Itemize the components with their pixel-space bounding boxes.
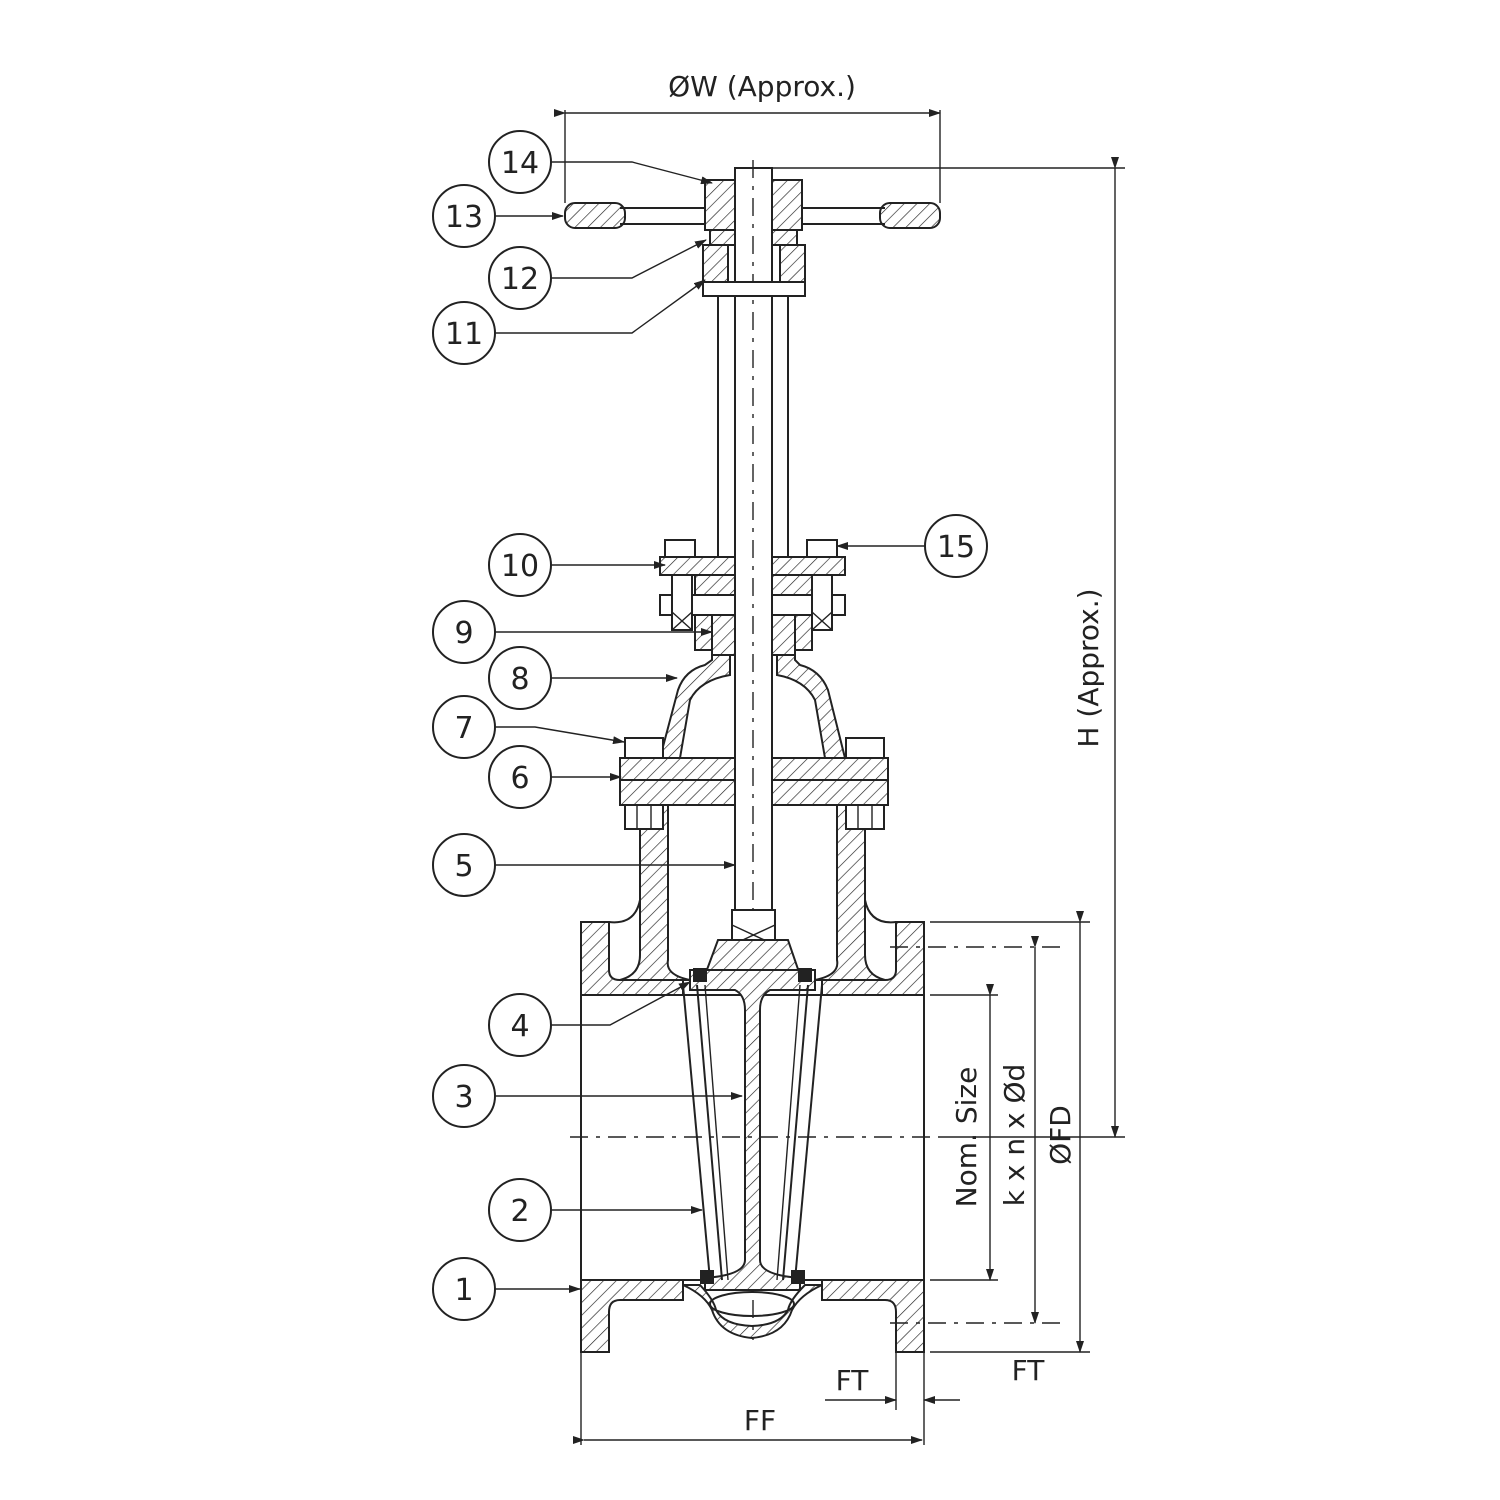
callout-10: 10 [488, 533, 552, 597]
callout-8-label: 8 [510, 662, 529, 697]
callout-14-label: 14 [501, 146, 539, 181]
callout-7: 7 [432, 695, 496, 759]
callout-6-label: 6 [510, 761, 529, 796]
callout-13: 13 [432, 184, 496, 248]
callout-14: 14 [488, 130, 552, 194]
callout-12: 12 [488, 246, 552, 310]
callout-15: 15 [924, 514, 988, 578]
dim-flange-thickness-inner: FT [836, 1364, 870, 1397]
callout-10-label: 10 [501, 549, 539, 584]
callout-6: 6 [488, 745, 552, 809]
callout-9: 9 [432, 600, 496, 664]
dim-flange-thickness-outer: FT [1012, 1354, 1046, 1387]
handwheel [564, 179, 941, 297]
wedge [682, 939, 823, 1291]
dimension-lines [554, 109, 1125, 1445]
bonnet-bolts [624, 737, 885, 830]
callout-2-label: 2 [510, 1194, 529, 1229]
callout-5: 5 [432, 833, 496, 897]
callout-3: 3 [432, 1064, 496, 1128]
dim-height: H (Approx.) [1072, 588, 1105, 747]
callout-7-label: 7 [454, 711, 473, 746]
dim-bolt-pattern: k x n x Ød [998, 1064, 1031, 1207]
callout-1-label: 1 [454, 1273, 473, 1308]
dim-face-to-face: FF [744, 1404, 776, 1437]
callout-13-label: 13 [445, 200, 483, 235]
callout-8: 8 [488, 646, 552, 710]
callout-11-label: 11 [445, 317, 483, 352]
dim-nominal-size: Nom. Size [950, 1067, 983, 1208]
callout-9-label: 9 [454, 616, 473, 651]
callout-2: 2 [488, 1178, 552, 1242]
callout-15-label: 15 [937, 530, 975, 565]
dim-flange-diameter: ØFD [1044, 1105, 1077, 1165]
callout-3-label: 3 [454, 1080, 473, 1115]
callout-11: 11 [432, 301, 496, 365]
callout-12-label: 12 [501, 262, 539, 297]
callout-4-label: 4 [510, 1009, 529, 1044]
dim-handwheel-diameter: ØW (Approx.) [668, 70, 856, 103]
callout-5-label: 5 [454, 849, 473, 884]
callout-4: 4 [488, 993, 552, 1057]
callout-leaders [495, 161, 925, 1293]
callout-1: 1 [432, 1257, 496, 1321]
